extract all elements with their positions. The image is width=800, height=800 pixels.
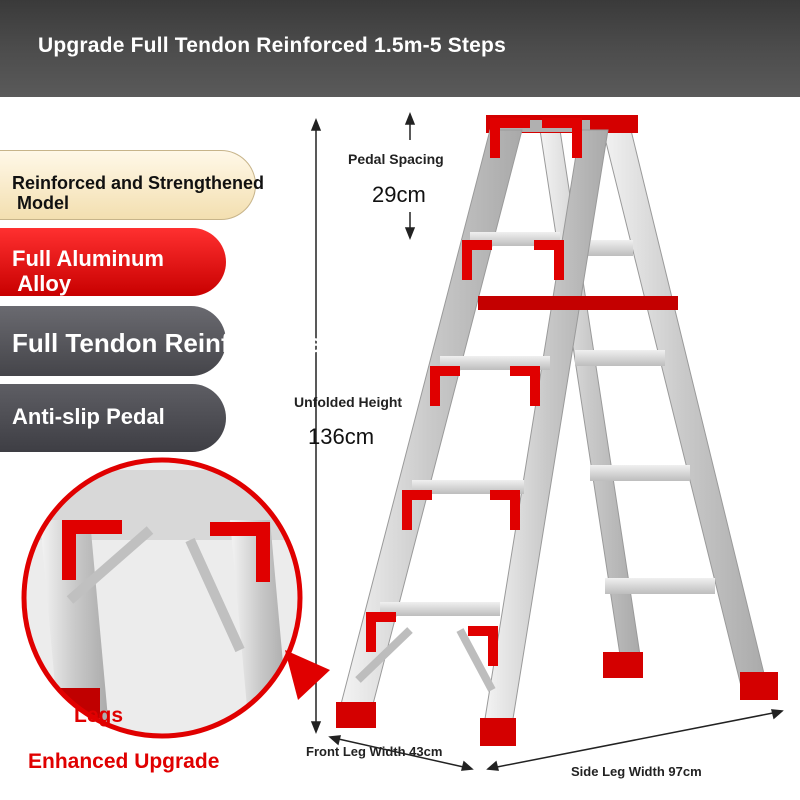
pedal-spacing-value: 29cm [372,182,426,207]
dimension-arrows [310,111,784,771]
enhanced-upgrade-label: Enhanced Upgrade [28,750,220,773]
feature-pill-reinforced: Reinforced and Strengthened Model [0,150,264,220]
header-banner: Upgrade Full Tendon Reinforced 1.5m-5 St… [0,0,800,97]
diagonal-braces [355,627,496,692]
legs-label: Legs [74,704,124,727]
feature-label-antislip: Anti-slip Pedal [12,404,165,429]
feature-label-tendon: Full Tendon Reinforcement [12,328,347,358]
leg-detail-callout [21,457,330,739]
feature-pill-antislip: Anti-slip Pedal [0,384,226,452]
unfolded-height-label: Unfolded Height [294,394,403,410]
feature-label-reinforced: Reinforced and Strengthened Model [12,173,265,213]
spreader-bar [478,296,678,310]
front-legs [336,129,609,746]
front-leg-width-label: Front Leg Width 43cm [306,744,443,759]
corner-brackets [366,118,582,666]
side-leg-width-label: Side Leg Width 97cm [571,764,702,779]
unfolded-height-value: 136cm [308,424,375,449]
pedal-spacing-label: Pedal Spacing [348,151,444,167]
feature-pill-tendon: Full Tendon Reinforcement [0,306,347,376]
feature-label-aluminum: Full Aluminum Alloy [12,246,164,296]
page-title: Upgrade Full Tendon Reinforced 1.5m-5 St… [38,34,506,57]
feature-pill-aluminum: Full Aluminum Alloy [0,228,226,296]
